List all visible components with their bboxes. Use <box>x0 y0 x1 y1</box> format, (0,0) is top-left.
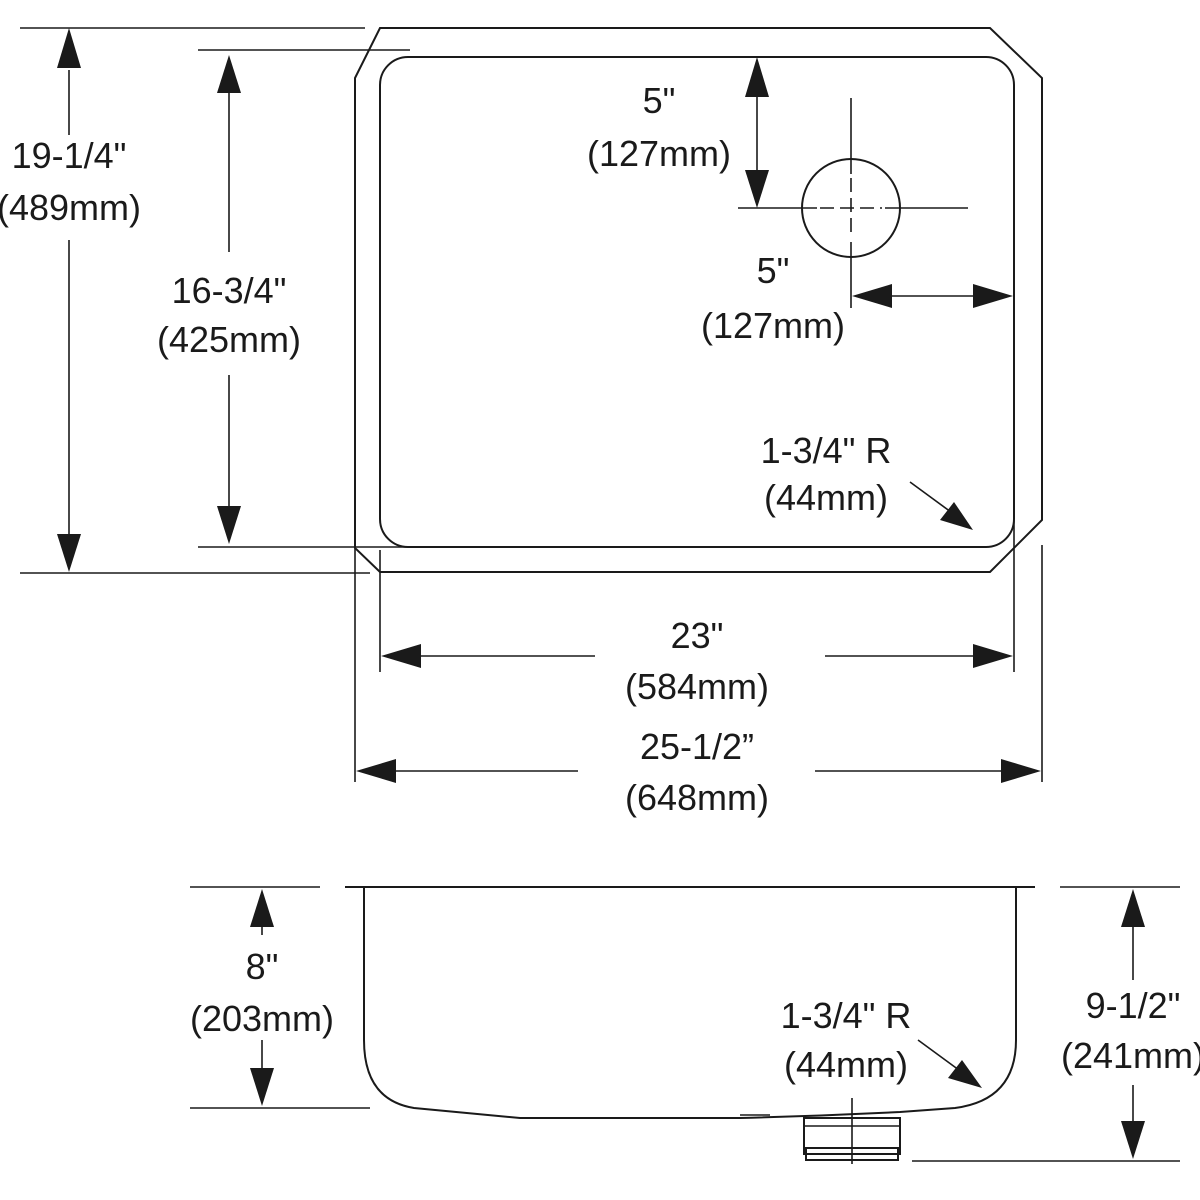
bowl-height-imperial: 8" <box>246 946 279 987</box>
bowl-width-dimension: 23" (584mm) <box>379 520 1015 707</box>
bowl-depth-metric: (425mm) <box>157 319 301 360</box>
bowl-depth-imperial: 16-3/4" <box>172 270 287 311</box>
top-corner-radius-metric: (44mm) <box>764 477 888 518</box>
drain-side-dimension: 5" (127mm) <box>701 250 1013 346</box>
bowl-height-dimension: 8" (203mm) <box>190 886 370 1109</box>
overall-depth-metric: (489mm) <box>0 187 141 228</box>
drain-back-dimension: 5" (127mm) <box>587 57 769 208</box>
top-corner-radius-callout: 1-3/4" R (44mm) <box>761 430 973 530</box>
overall-width-dimension: 25-1/2” (648mm) <box>354 545 1043 818</box>
overall-height-imperial: 9-1/2" <box>1086 985 1181 1026</box>
overall-depth-imperial: 19-1/4" <box>12 135 127 176</box>
bowl-width-imperial: 23" <box>671 615 724 656</box>
overall-depth-dimension: 19-1/4" (489mm) <box>0 27 370 574</box>
side-corner-radius-metric: (44mm) <box>784 1044 908 1085</box>
side-view: 8" (203mm) 1-3/4" R (44mm) 9-1/2" (241mm… <box>190 886 1200 1164</box>
drain-back-metric: (127mm) <box>587 133 731 174</box>
bowl-outline <box>379 56 1015 548</box>
overall-height-dimension: 9-1/2" (241mm) <box>912 886 1200 1162</box>
side-corner-radius-imperial: 1-3/4" R <box>781 995 912 1036</box>
top-corner-radius-imperial: 1-3/4" R <box>761 430 892 471</box>
drain-fitting-icon <box>740 1098 901 1164</box>
bowl-depth-dimension: 16-3/4" (425mm) <box>157 49 410 548</box>
overall-width-imperial: 25-1/2” <box>640 726 754 767</box>
top-view: 19-1/4" (489mm) 16-3/4" (425mm) 5" (127m… <box>0 27 1043 818</box>
overall-height-metric: (241mm) <box>1061 1035 1200 1076</box>
bowl-height-metric: (203mm) <box>190 998 334 1039</box>
sink-flange-outline <box>354 27 1043 573</box>
drain-side-imperial: 5" <box>757 250 790 291</box>
side-corner-radius-callout: 1-3/4" R (44mm) <box>781 995 982 1088</box>
drain-back-imperial: 5" <box>643 80 676 121</box>
overall-width-metric: (648mm) <box>625 777 769 818</box>
side-bowl-outline <box>363 887 1017 1119</box>
drain-icon <box>738 98 968 308</box>
bowl-width-metric: (584mm) <box>625 666 769 707</box>
drain-side-metric: (127mm) <box>701 305 845 346</box>
